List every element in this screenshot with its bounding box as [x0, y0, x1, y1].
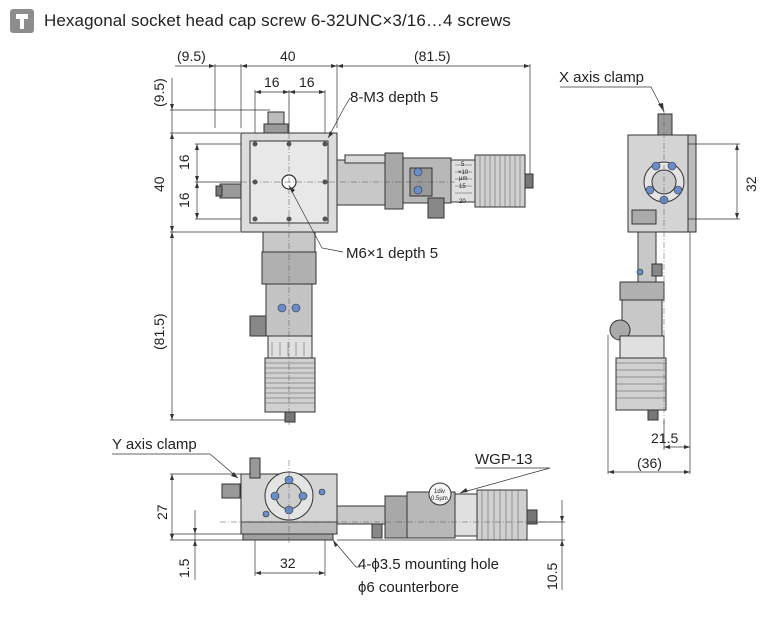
dim-side-height: 32	[743, 176, 759, 192]
dim-side-outer: (36)	[637, 455, 662, 471]
callout-m3: 8-M3 depth 5	[350, 89, 438, 106]
dim-front-height: 27	[154, 504, 170, 520]
dim-hole-right: 16	[299, 74, 315, 90]
header-title: Hexagonal socket head cap screw 6-32UNC×…	[44, 11, 511, 30]
scale-15: 15	[459, 184, 466, 190]
dim-hole-left: 16	[264, 74, 280, 90]
scale-unit-b: µm	[459, 176, 467, 182]
dim-side-inner: 21.5	[651, 430, 678, 446]
dim-front-right: 10.5	[544, 563, 560, 590]
callout-x-clamp: X axis clamp	[559, 69, 644, 86]
header: Hexagonal socket head cap screw 6-32UNC×…	[10, 8, 511, 34]
callout-m6: M6×1 depth 5	[346, 245, 438, 262]
scale-unit-a: ×10	[458, 170, 469, 176]
screw-icon	[10, 9, 34, 33]
callout-wgp: WGP-13	[475, 451, 533, 468]
dim-top-right: (81.5)	[414, 48, 451, 64]
gauge-div: 1div	[434, 489, 445, 495]
callout-y-clamp: Y axis clamp	[112, 436, 197, 453]
dim-left-top: (9.5)	[151, 78, 167, 107]
scale-5: 5	[461, 162, 465, 168]
dim-front-width: 32	[280, 555, 296, 571]
callout-counterbore: ϕ6 counterbore	[358, 579, 459, 596]
dim-left-total: 40	[151, 176, 167, 192]
dim-top-width: 40	[280, 48, 296, 64]
callout-mount-hole: 4-ϕ3.5 mounting hole	[358, 556, 499, 573]
dim-left-hole-top: 16	[176, 154, 192, 170]
dim-top-left: (9.5)	[177, 48, 206, 64]
gauge-res: 0.5µm	[431, 496, 448, 502]
dim-left-long: (81.5)	[151, 313, 167, 350]
scale-20: 20	[459, 199, 466, 205]
dim-left-hole-bottom: 16	[176, 192, 192, 208]
dim-front-base: 1.5	[176, 558, 192, 578]
